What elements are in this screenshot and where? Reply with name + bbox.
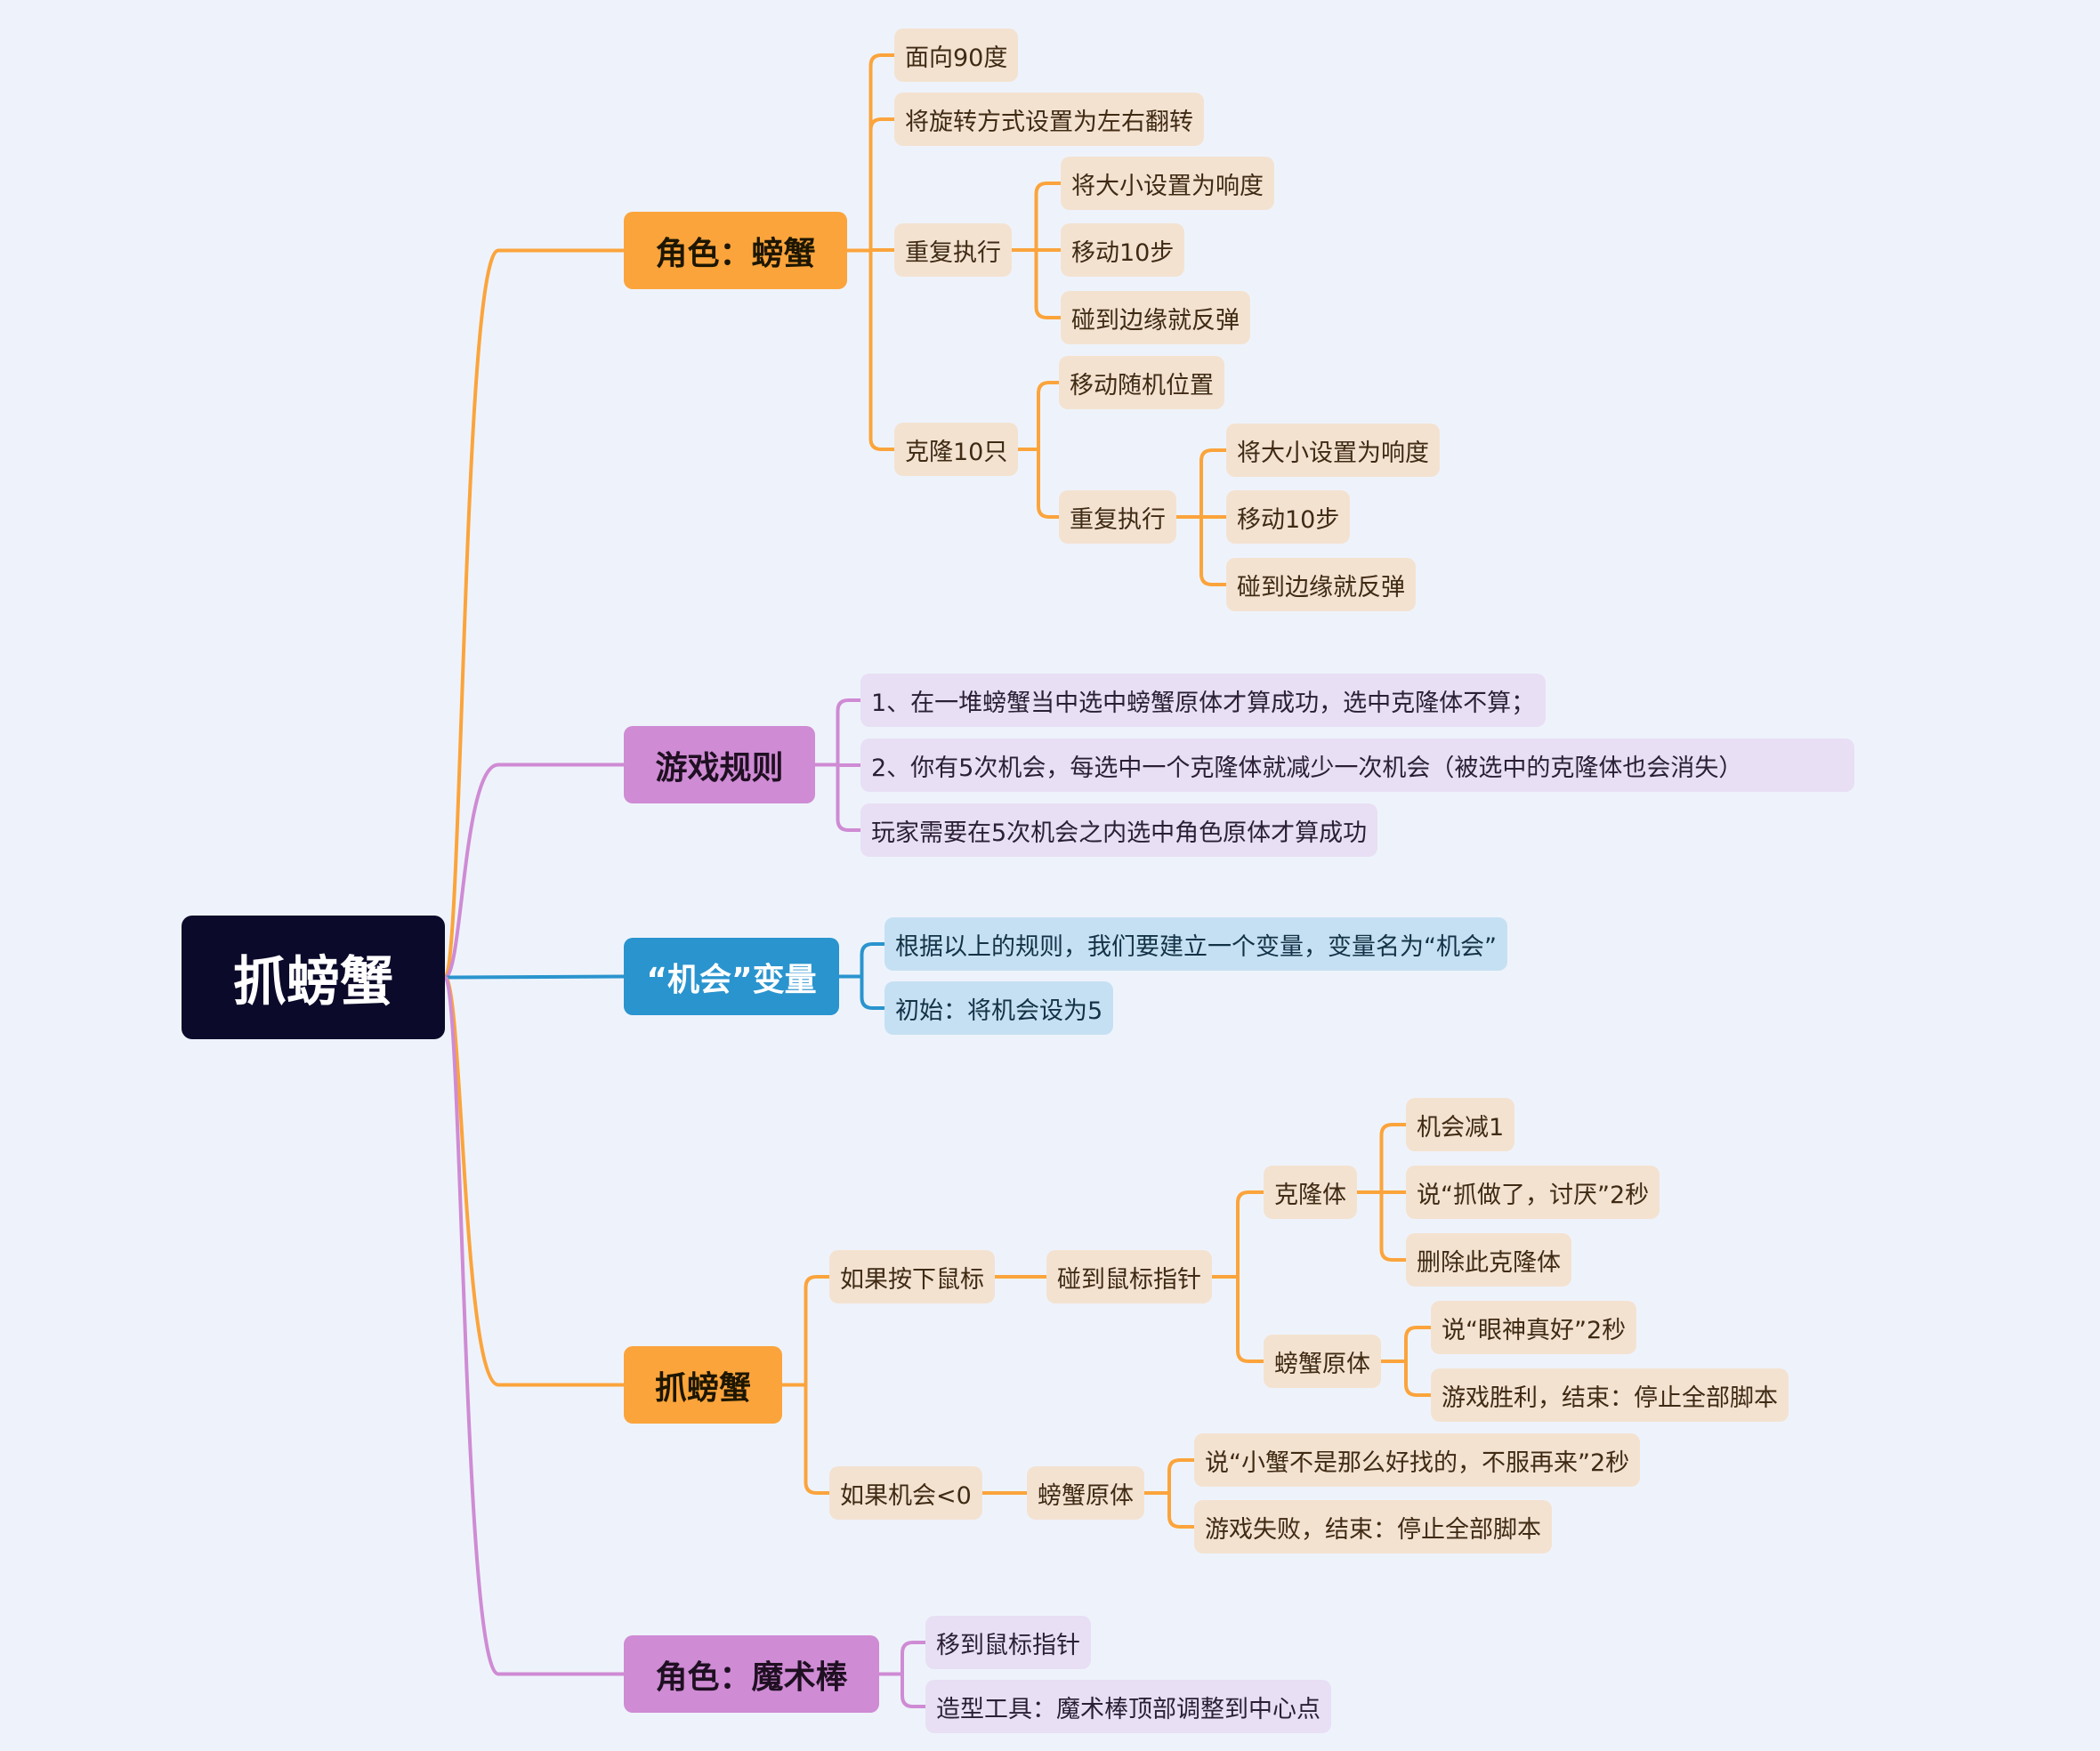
node-clone[interactable]: 克隆体 [1264, 1166, 1357, 1219]
connector-b2-b2c [836, 763, 862, 832]
node-delete-clone[interactable]: 删除此克隆体 [1406, 1233, 1571, 1287]
node-move-to-mouse[interactable]: 移到鼠标指针 [925, 1616, 1091, 1669]
node-if-mouse-down[interactable]: 如果按下鼠标 [829, 1250, 995, 1303]
connector-b5-b5b [901, 1672, 927, 1708]
branch-crab-sprite[interactable]: 角色：螃蟹 [624, 212, 847, 289]
branch-game-rules[interactable]: 游戏规则 [624, 726, 815, 803]
connector-b4b1-b4b1b [1167, 1491, 1196, 1529]
node-original-2[interactable]: 螃蟹原体 [1027, 1466, 1144, 1520]
connector-b4a1a-b4a1a1 [1379, 1123, 1408, 1194]
connector-b3-b3a [860, 942, 886, 979]
connector-b1d2-b1d2c [1199, 515, 1228, 586]
root-connector-b2 [443, 763, 626, 980]
connector-b2-b2a [836, 698, 862, 767]
connector-b4b1-b4b1a [1167, 1458, 1196, 1495]
connector-b3-b3b [860, 974, 886, 1010]
node-repeat[interactable]: 重复执行 [894, 223, 1012, 277]
node-repeat-move[interactable]: 移动10步 [1061, 223, 1185, 277]
node-say-caught[interactable]: 说“抓做了，讨厌”2秒 [1406, 1166, 1660, 1219]
connector-b4a1b-b4a1b1 [1404, 1326, 1433, 1363]
node-face-90[interactable]: 面向90度 [894, 28, 1019, 82]
root-connector-b4 [443, 975, 626, 1387]
node-rule-2[interactable]: 2、你有5次机会，每选中一个克隆体就减少一次机会（被选中的克隆体也会消失） [860, 738, 1854, 792]
node-lose[interactable]: 游戏失败，结束：停止全部脚本 [1194, 1500, 1552, 1553]
node-repeat-size[interactable]: 将大小设置为响度 [1061, 157, 1274, 210]
node-if-chance[interactable]: 如果机会<0 [829, 1466, 982, 1520]
node-say-good-eye[interactable]: 说“眼神真好”2秒 [1431, 1301, 1637, 1354]
connector-b1d2-b1d2a [1199, 448, 1228, 519]
connector-b1c-b1c1 [1034, 182, 1062, 252]
node-rule-1[interactable]: 1、在一堆螃蟹当中选中螃蟹原体才算成功，选中克隆体不算； [860, 674, 1547, 727]
root-connector-b3 [443, 974, 626, 980]
root-connector-b5 [443, 975, 626, 1676]
connector-b4a1a-b4a1a3 [1379, 1190, 1408, 1262]
node-clone-size[interactable]: 将大小设置为响度 [1226, 424, 1440, 477]
node-costume-tool[interactable]: 造型工具：魔术棒顶部调整到中心点 [925, 1680, 1331, 1733]
node-clone-repeat[interactable]: 重复执行 [1059, 490, 1176, 544]
connector-b4-b4a [804, 1275, 831, 1387]
node-chance-minus[interactable]: 机会减1 [1406, 1098, 1515, 1151]
connector-b5-b5a [901, 1641, 927, 1676]
node-clone-move[interactable]: 移动10步 [1226, 490, 1351, 544]
branch-chance-variable[interactable]: “机会”变量 [624, 938, 839, 1015]
node-rule-3[interactable]: 玩家需要在5次机会之内选中角色原体才算成功 [860, 803, 1378, 857]
node-variable-desc[interactable]: 根据以上的规则，我们要建立一个变量，变量名为“机会” [884, 917, 1507, 971]
node-clone-10[interactable]: 克隆10只 [894, 423, 1019, 476]
connector-b1-b1a [868, 53, 896, 253]
connector-b4a1b-b4a1b2 [1404, 1360, 1433, 1397]
root-node[interactable]: 抓螃蟹 [182, 916, 445, 1039]
connector-b4-b4b [804, 1383, 831, 1495]
branch-magic-wand[interactable]: 角色：魔术棒 [624, 1635, 879, 1713]
node-clone-random[interactable]: 移动随机位置 [1059, 356, 1224, 409]
connector-b1-b1b [868, 117, 896, 253]
node-clone-bounce[interactable]: 碰到边缘就反弹 [1226, 558, 1416, 611]
node-touch-mouse[interactable]: 碰到鼠标指针 [1046, 1250, 1212, 1303]
node-win[interactable]: 游戏胜利，结束：停止全部脚本 [1431, 1368, 1789, 1422]
node-rotation-style[interactable]: 将旋转方式设置为左右翻转 [894, 93, 1204, 146]
branch-catch-crab[interactable]: 抓螃蟹 [624, 1346, 782, 1424]
connector-b1d-b1d1 [1037, 381, 1061, 451]
node-say-hard[interactable]: 说“小蟹不是那么好找的，不服再来”2秒 [1194, 1433, 1641, 1487]
node-repeat-bounce[interactable]: 碰到边缘就反弹 [1061, 291, 1250, 344]
connector-b1c-b1c3 [1034, 248, 1062, 319]
node-original[interactable]: 螃蟹原体 [1264, 1335, 1381, 1388]
node-variable-init[interactable]: 初始：将机会设为5 [884, 981, 1114, 1035]
root-connector-b1 [443, 248, 626, 980]
connector-b1d-b1d2 [1037, 448, 1061, 519]
connector-b1-b1d [868, 248, 896, 451]
connector-b4a1-b4a1a [1236, 1190, 1265, 1279]
connector-b4a1-b4a1b [1236, 1275, 1265, 1363]
